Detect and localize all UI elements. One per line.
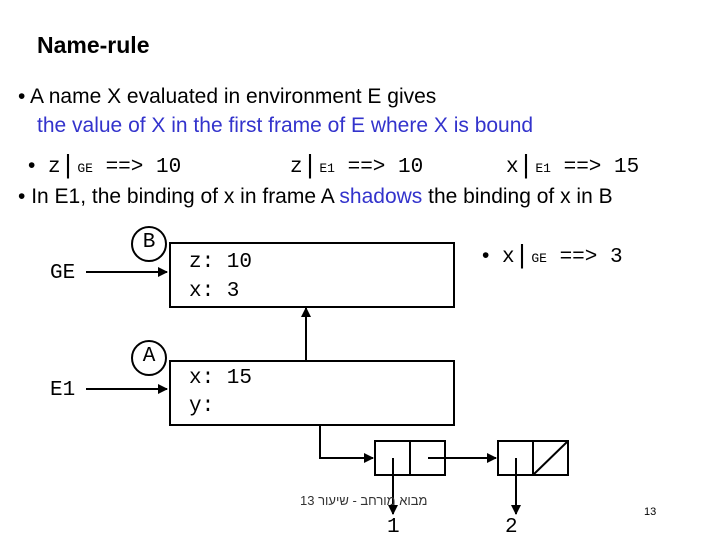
frame-a-label: A	[131, 340, 167, 376]
bullet-text-highlight: shadows	[339, 185, 423, 208]
expr-z-e1: z|E1 ==> 10	[290, 149, 424, 179]
bullet-name-rule: • A name X evaluated in environment E gi…	[18, 85, 436, 109]
expr-env: GE	[77, 161, 93, 176]
frame-a-binding-x: x: 15	[189, 367, 253, 390]
expr-arrow: ==>	[559, 246, 598, 269]
frame-a: x: 15 y:	[169, 360, 455, 426]
bullet-text-after: the binding of x in B	[428, 185, 613, 208]
frame-b-binding-z: z: 10	[189, 251, 253, 274]
expr-name: z	[290, 156, 303, 179]
expr-name: x	[506, 156, 519, 179]
expr-name: x	[501, 246, 515, 269]
expr-name: z	[47, 156, 61, 179]
expr-arrow: ==>	[105, 156, 144, 179]
expr-z-ge: • z|GE ==> 10	[28, 149, 182, 179]
expr-env: E1	[535, 161, 551, 176]
frame-b-binding-x: x: 3	[189, 280, 240, 303]
bullet-marker: •	[18, 185, 26, 208]
bullet-text-line1: A name X evaluated in environment E give…	[30, 85, 437, 108]
expr-bullet: •	[28, 154, 36, 177]
env-label-e1: E1	[50, 379, 76, 402]
slide-title: Name-rule	[37, 32, 150, 58]
list-value-2: 2	[505, 516, 518, 539]
bullet-text-before: In E1, the binding of x in frame A	[31, 185, 334, 208]
expr-bullet: •	[482, 244, 490, 267]
expr-arrow: ==>	[347, 156, 386, 179]
expr-arrow: ==>	[563, 156, 602, 179]
list-value-1: 1	[387, 516, 400, 539]
bullet-shadowing: • In E1, the binding of x in frame A sha…	[18, 185, 613, 209]
expr-env: GE	[531, 251, 547, 266]
frame-b-label: B	[131, 226, 167, 262]
expr-value: 10	[155, 156, 182, 179]
bullet-marker: •	[18, 85, 26, 108]
expr-value: 15	[614, 156, 640, 179]
expr-env: E1	[319, 161, 335, 176]
slide-footer: מבוא מורחב - שיעור 13	[300, 493, 428, 508]
page-number: 13	[644, 506, 657, 518]
frame-a-binding-y: y:	[189, 395, 215, 418]
expr-x-e1: x|E1 ==> 15	[506, 149, 640, 179]
env-label-ge: GE	[50, 262, 76, 285]
bullet-text-line2: the value of X in the first frame of E w…	[37, 114, 534, 137]
null-marker	[532, 440, 569, 476]
expr-x-ge: • x|GE ==> 3	[482, 239, 623, 269]
expr-value: 10	[398, 156, 424, 179]
expr-value: 3	[609, 246, 623, 269]
frame-b: z: 10 x: 3	[169, 242, 455, 308]
